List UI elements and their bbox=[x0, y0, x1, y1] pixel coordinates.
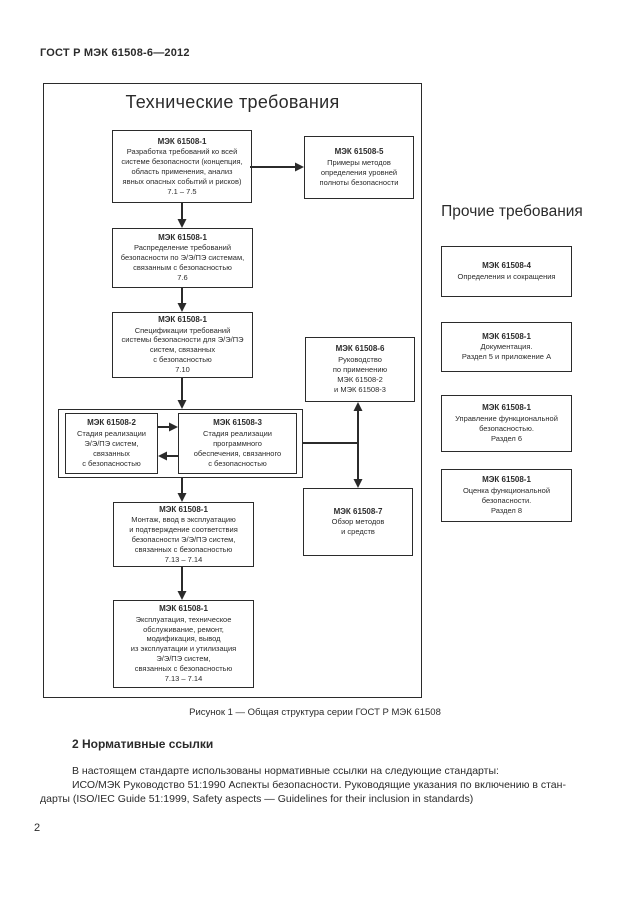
box-body: Стадия реализации Э/Э/ПЭ систем, связанн… bbox=[76, 428, 146, 468]
other-requirements-heading: Прочие требования bbox=[441, 203, 583, 220]
box-title: МЭК 61508-1 bbox=[158, 315, 207, 324]
box-documentation: МЭК 61508-1 Документация. Раздел 5 и при… bbox=[441, 322, 572, 372]
box-allocation-requirements: МЭК 61508-1 Распределение требований без… bbox=[112, 228, 253, 288]
box-application-guide: МЭК 61508-6 Руководство по применению МЭ… bbox=[305, 337, 415, 402]
box-body: Стадия реализации программного обеспечен… bbox=[193, 428, 282, 468]
box-title: МЭК 61508-1 bbox=[157, 136, 207, 146]
box-techniques-overview: МЭК 61508-7 Обзор методов и средств bbox=[303, 488, 413, 556]
paragraph-line: ИСО/МЭК Руководство 51:1990 Аспекты безо… bbox=[72, 779, 566, 791]
box-title: МЭК 61508-2 bbox=[87, 418, 136, 428]
box-safety-specification: МЭК 61508-1 Спецификации требований сист… bbox=[112, 312, 253, 378]
document-header: ГОСТ Р МЭК 61508-6—2012 bbox=[40, 47, 190, 59]
frame-title: Технические требования bbox=[125, 92, 340, 112]
box-development-requirements: МЭК 61508-1 Разработка требований ко все… bbox=[112, 130, 252, 203]
box-title: МЭК 61508-5 bbox=[334, 147, 384, 157]
box-realisation-software: МЭК 61508-3 Стадия реализации программно… bbox=[178, 413, 297, 474]
page-number: 2 bbox=[34, 822, 41, 834]
box-body: Монтаж, ввод в эксплуатацию и подтвержде… bbox=[129, 515, 238, 564]
technical-requirements-frame bbox=[43, 83, 422, 698]
box-functional-safety-assessment: МЭК 61508-1 Оценка функциональной безопа… bbox=[441, 469, 572, 522]
box-body: Управление функциональной безопасностью.… bbox=[455, 413, 558, 443]
box-body: Оценка функциональной безопасности. Разд… bbox=[462, 485, 551, 515]
box-body: Руководство по применению МЭК 61508-2 и … bbox=[332, 354, 388, 394]
box-body: Спецификации требований системы безопасн… bbox=[121, 325, 244, 375]
box-body: Примеры методов определения уровней полн… bbox=[319, 157, 399, 187]
box-title: МЭК 61508-4 bbox=[482, 261, 531, 271]
box-title: МЭК 61508-6 bbox=[335, 344, 385, 354]
box-body: Разработка требований ко всей системе бе… bbox=[121, 147, 243, 196]
box-title: МЭК 61508-1 bbox=[159, 604, 208, 614]
box-body: Обзор методов и средств bbox=[331, 517, 385, 537]
box-body: Распределение требований безопасности по… bbox=[120, 243, 245, 283]
box-operation-maintenance: МЭК 61508-1 Эксплуатация, техническое об… bbox=[113, 600, 254, 688]
box-installation-commissioning: МЭК 61508-1 Монтаж, ввод в эксплуатацию … bbox=[113, 502, 254, 567]
box-body: Документация. Раздел 5 и приложение А bbox=[461, 342, 552, 362]
box-title: МЭК 61508-3 bbox=[213, 418, 262, 428]
paragraph-line: дарты (ISO/IEC Guide 51:1999, Safety asp… bbox=[40, 793, 474, 805]
box-body: Определения и сокращения bbox=[457, 271, 556, 281]
box-sil-methods: МЭК 61508-5 Примеры методов определения … bbox=[304, 136, 414, 199]
paragraph-line: В настоящем стандарте использованы норма… bbox=[72, 765, 499, 777]
box-functional-safety-management: МЭК 61508-1 Управление функциональной бе… bbox=[441, 395, 572, 452]
box-realisation-ee-pe: МЭК 61508-2 Стадия реализации Э/Э/ПЭ сис… bbox=[65, 413, 158, 474]
box-title: МЭК 61508-1 bbox=[158, 232, 207, 242]
box-title: МЭК 61508-1 bbox=[159, 504, 208, 514]
box-title: МЭК 61508-7 bbox=[333, 506, 383, 516]
box-title: МЭК 61508-1 bbox=[482, 403, 531, 413]
section-heading: 2 Нормативные ссылки bbox=[72, 737, 214, 751]
box-title: МЭК 61508-1 bbox=[482, 331, 531, 341]
box-body: Эксплуатация, техническое обслуживание, … bbox=[130, 614, 237, 683]
box-definitions-abbreviations: МЭК 61508-4 Определения и сокращения bbox=[441, 246, 572, 297]
box-title: МЭК 61508-1 bbox=[482, 475, 531, 485]
figure-caption: Рисунок 1 — Общая структура серии ГОСТ Р… bbox=[189, 707, 441, 718]
